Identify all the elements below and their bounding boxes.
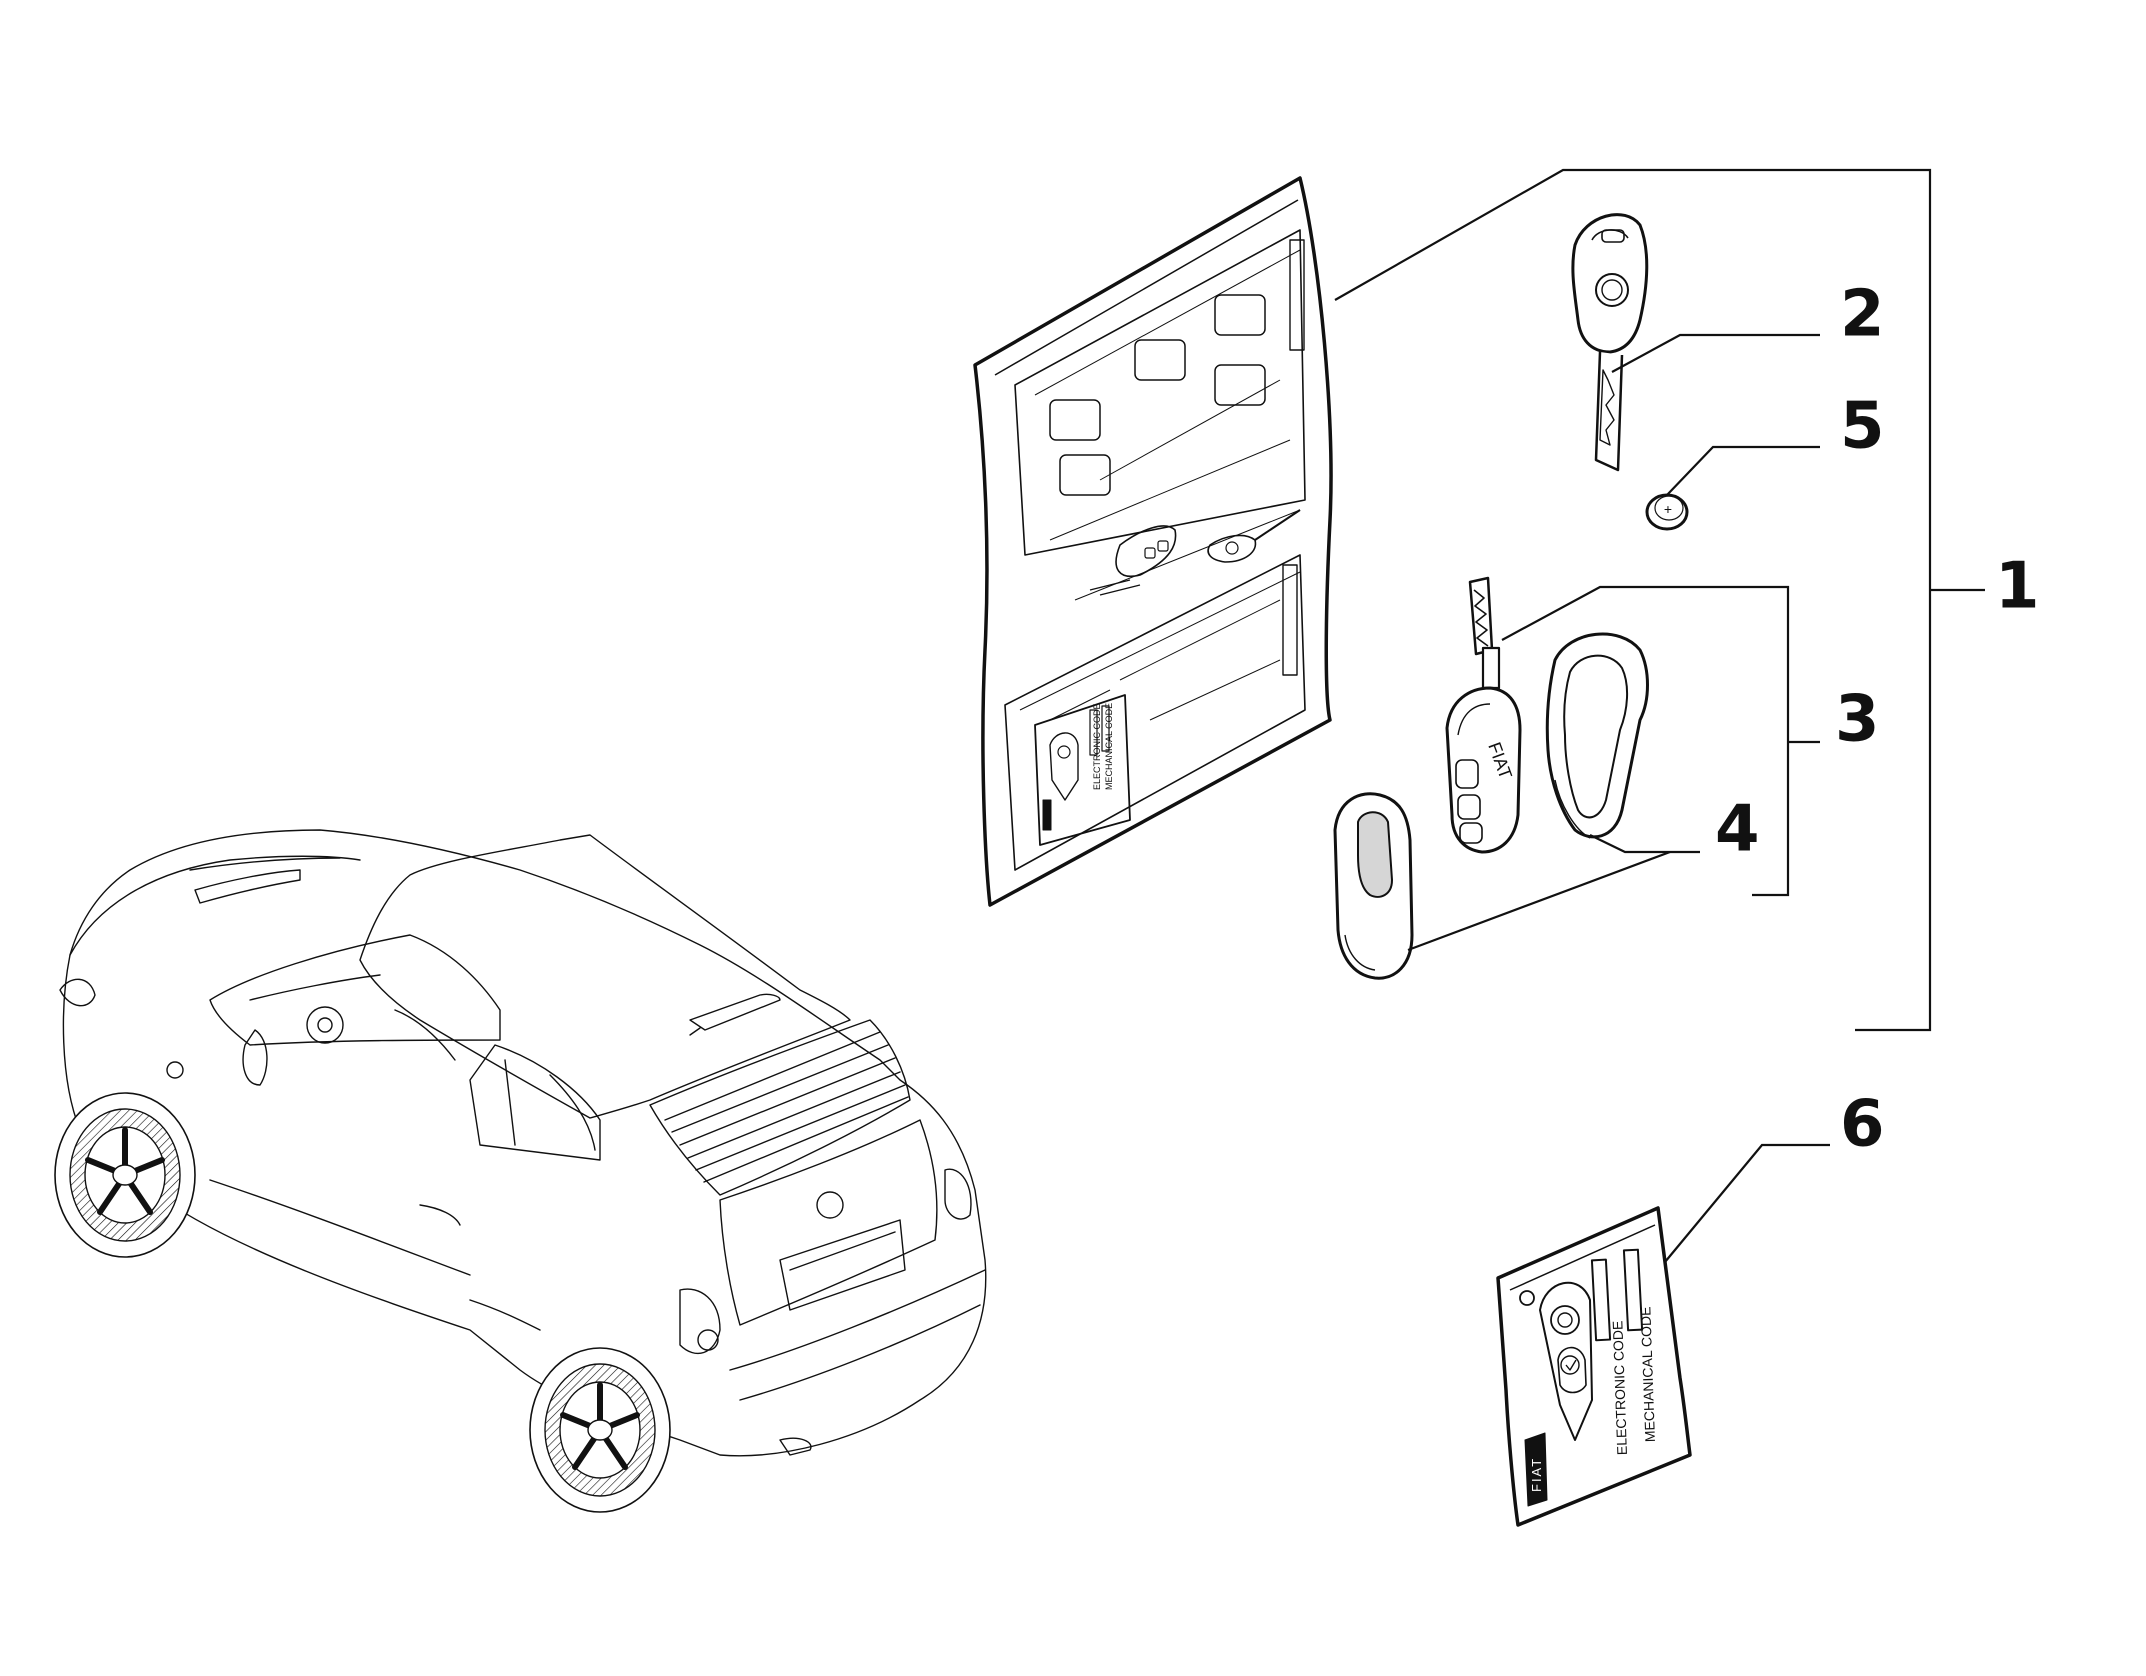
coin-battery: + [1645, 493, 1689, 531]
code-card: FIAT ELECTRONIC CODE MECHANICAL CODE [1496, 1206, 1692, 1527]
code-card-electronic-label: ELECTRONIC CODE [1609, 1320, 1630, 1455]
car-rear-wheel [529, 1347, 671, 1513]
car-front-wheel [54, 1092, 196, 1258]
mechanical-key [1571, 213, 1649, 472]
callout-5: 5 [1840, 390, 1885, 464]
panel-card-electronic-label: ELECTRONIC CODE [1092, 703, 1102, 790]
car-illustration [59, 829, 987, 1457]
callout-4: 4 [1715, 793, 1760, 867]
remote-flip-key: FIAT [1445, 576, 1522, 854]
callout-3: 3 [1835, 683, 1880, 757]
code-card-brand: FIAT [1529, 1457, 1544, 1492]
callout-6: 6 [1840, 1088, 1885, 1162]
battery-plus-symbol: + [1664, 501, 1672, 517]
code-card-mechanical-label: MECHANICAL CODE [1637, 1306, 1658, 1442]
panel-card-mechanical-label: MECHANICAL CODE [1104, 703, 1114, 790]
key-shell-right [1545, 632, 1649, 839]
key-shell-left [1333, 792, 1414, 980]
callout-numbers: 1 2 3 4 5 6 [1715, 278, 2040, 1162]
key-kit-panel: ELECTRONIC CODE MECHANICAL CODE [973, 176, 1333, 907]
callout-2: 2 [1840, 278, 1885, 352]
leader-lines [1334, 168, 1985, 1263]
callout-1: 1 [1995, 550, 2040, 624]
